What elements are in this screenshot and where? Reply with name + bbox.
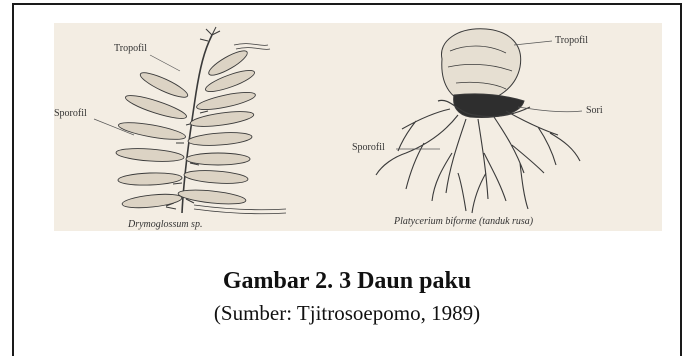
drymoglossum-sporophylls <box>194 44 286 214</box>
left-tropofil-label: Tropofil <box>114 44 147 54</box>
right-sori-label: Sori <box>586 106 603 116</box>
drymoglossum-leaves <box>116 47 257 210</box>
figure-caption-source: (Sumber: Tjitrosoepomo, 1989) <box>12 301 682 326</box>
right-sporofil-label: Sporofil <box>352 143 385 153</box>
figure-caption-title: Gambar 2. 3 Daun paku <box>12 268 682 295</box>
fern-drawing <box>54 23 662 231</box>
right-tropofil-label: Tropofil <box>555 36 588 46</box>
platycerium-drawing <box>438 29 530 118</box>
left-species-label: Drymoglossum sp. <box>128 220 202 230</box>
left-sporofil-label: Sporofil <box>54 109 87 119</box>
fern-illustration: Tropofil Sporofil Drymoglossum sp. Tropo… <box>54 23 662 231</box>
platycerium-fronds <box>376 109 580 213</box>
right-species-label: Platycerium biforme (tanduk rusa) <box>394 217 533 227</box>
